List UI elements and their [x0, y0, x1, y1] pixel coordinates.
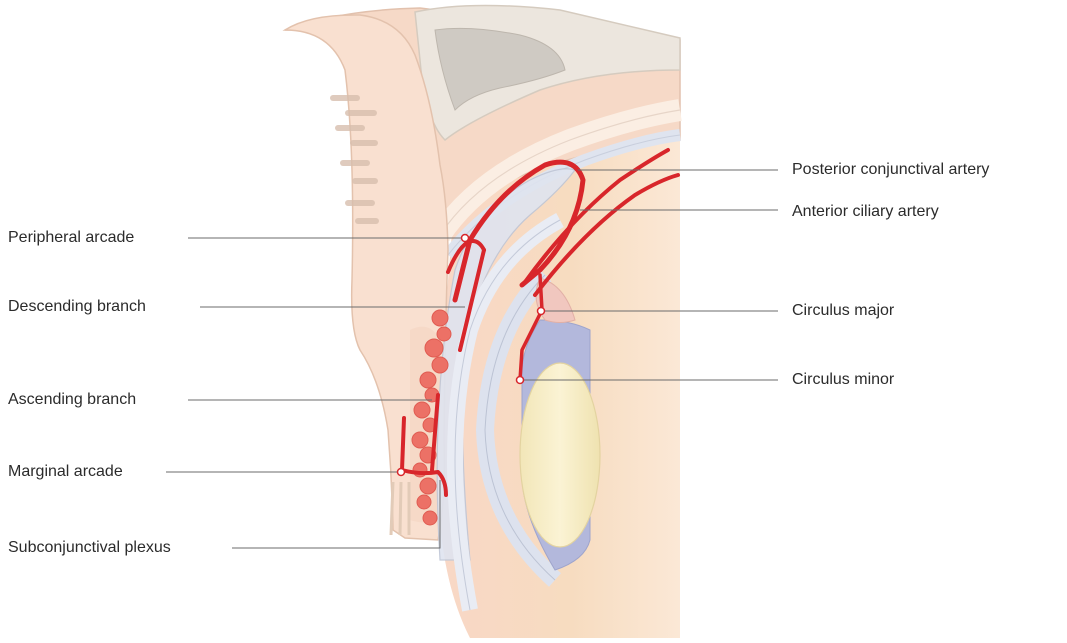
frontal-sinus	[434, 27, 566, 111]
arteries	[400, 148, 680, 497]
posterior-conjunctival-artery	[452, 159, 586, 303]
leader-lines	[166, 169, 778, 549]
gland-texture	[330, 95, 379, 224]
descending-branch-vessel	[458, 248, 486, 352]
circulus-major-vessel	[518, 273, 544, 382]
label-anterior-ciliary-artery: Anterior ciliary artery	[792, 203, 939, 220]
lens	[519, 362, 601, 548]
label-posterior-conjunctival-artery: Posterior conjunctival artery	[792, 161, 990, 178]
label-subconjunctival-plexus: Subconjunctival plexus	[8, 539, 171, 556]
leader-markers	[396, 233, 546, 477]
peripheral-arcade-vessel	[446, 239, 486, 274]
ascending-branch-vessel	[430, 393, 440, 472]
anterior-ciliary-artery	[523, 148, 670, 284]
eyelashes	[389, 481, 411, 536]
label-circulus-minor: Circulus minor	[792, 371, 895, 388]
marginal-arcade-vessel	[400, 416, 448, 497]
label-marginal-arcade: Marginal arcade	[8, 463, 123, 480]
label-peripheral-arcade: Peripheral arcade	[8, 229, 135, 246]
label-descending-branch: Descending branch	[8, 298, 146, 315]
label-ascending-branch: Ascending branch	[8, 391, 137, 408]
label-circulus-major: Circulus major	[792, 302, 895, 319]
